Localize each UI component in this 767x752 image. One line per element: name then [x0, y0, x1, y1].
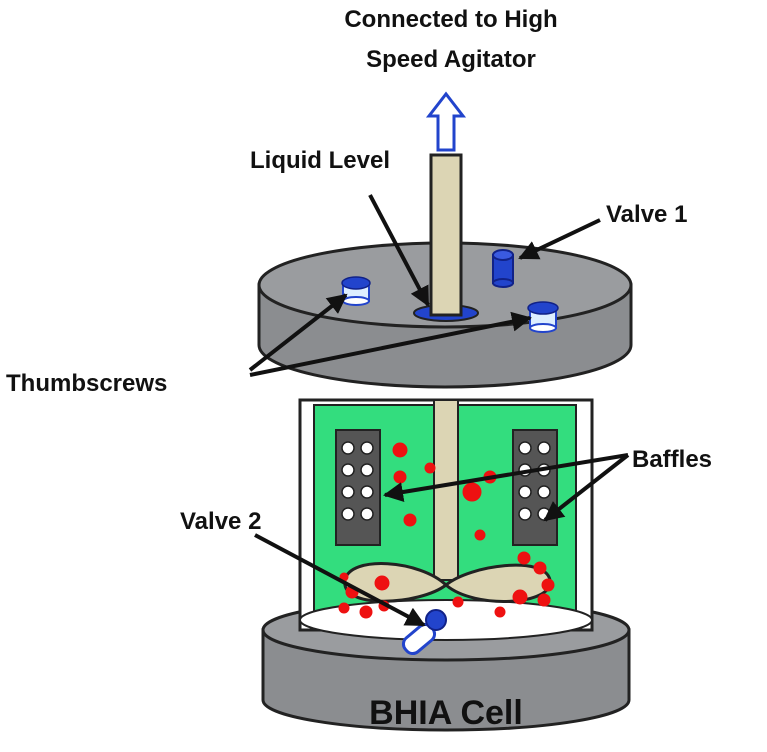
arrow-baffle-left: [383, 453, 629, 502]
impeller: [343, 562, 552, 603]
label-agitator-line2: Speed Agitator: [366, 46, 536, 73]
thumbscrew-left: [341, 276, 371, 306]
label-thumbscrews: Thumbscrews: [6, 370, 167, 397]
label-valve-2: Valve 2: [180, 508, 261, 535]
arrow-valve-1: [518, 218, 601, 260]
arrow-valve-2: [254, 533, 426, 627]
up-arrow-icon: [425, 91, 467, 152]
arrow-liquid-level: [368, 194, 430, 307]
agitator-shaft: [429, 153, 463, 317]
valve-2-fitting: [401, 609, 447, 656]
arrow-baffle-right: [543, 453, 630, 522]
label-agitator-line1: Connected to High: [344, 6, 557, 33]
arrow-thumbscrew-left: [248, 293, 348, 372]
agitator-shaft-lower: [433, 399, 459, 581]
valve-1-fitting: [492, 249, 514, 288]
droplets: [338, 442, 555, 619]
thumbscrew-right: [527, 301, 559, 333]
label-liquid-level: Liquid Level: [250, 147, 390, 174]
pointer-arrows: [248, 194, 630, 627]
label-valve-1: Valve 1: [606, 201, 687, 228]
baffle-left: [335, 429, 381, 546]
label-baffles: Baffles: [632, 446, 712, 473]
arrow-thumbscrew-right: [249, 311, 532, 377]
baffle-right: [512, 429, 558, 546]
label-cell-name: BHIA Cell: [369, 694, 523, 732]
